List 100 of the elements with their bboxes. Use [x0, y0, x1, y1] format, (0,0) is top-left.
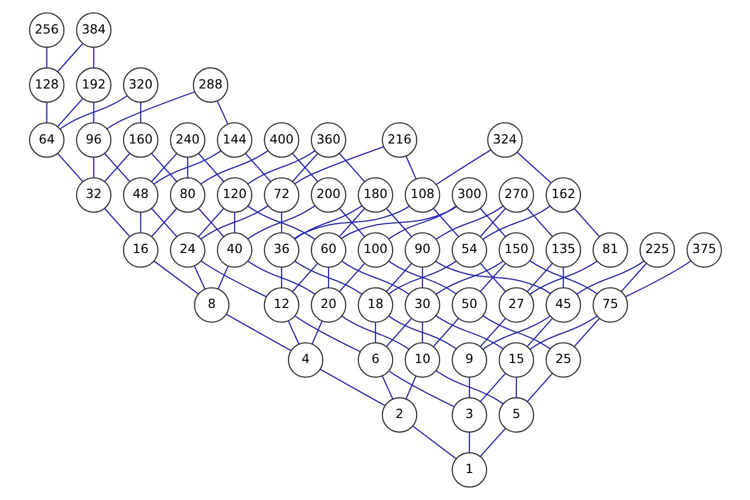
connector [234, 212, 235, 233]
node-circle: 225 [639, 232, 675, 268]
connector [247, 260, 315, 295]
connector [432, 208, 458, 238]
connector [421, 322, 423, 343]
connector [92, 48, 94, 68]
connector [92, 102, 94, 123]
node-circle: 20 [310, 287, 346, 323]
connector [294, 260, 362, 295]
node-circle: 27 [498, 287, 534, 323]
connector [46, 102, 47, 123]
connector [140, 212, 141, 233]
node-circle: 270 [498, 177, 534, 213]
node-circle: 192 [75, 67, 111, 103]
node-circle: 288 [192, 67, 228, 103]
connector [432, 318, 458, 347]
connector [405, 376, 416, 400]
connector [421, 268, 423, 288]
node-circle: 135 [545, 232, 581, 268]
connector [412, 426, 456, 460]
connector [327, 268, 329, 288]
node-circle: 240 [169, 122, 205, 158]
node-circle: 6 [357, 342, 393, 378]
connector [287, 320, 299, 344]
connector [200, 205, 268, 240]
node-circle: 16 [122, 232, 158, 268]
node-circle: 96 [75, 122, 111, 158]
connector [529, 316, 597, 350]
node-circle: 108 [404, 177, 440, 213]
connector [381, 376, 393, 400]
connector [59, 95, 128, 130]
connector [388, 316, 456, 350]
connector [200, 260, 266, 298]
connector [280, 212, 282, 233]
node-circle: 30 [404, 287, 440, 323]
connector [479, 318, 506, 347]
connector [479, 373, 506, 402]
connector [140, 102, 141, 123]
node-circle: 324 [486, 122, 522, 158]
node-circle: 80 [169, 177, 205, 213]
connector [280, 268, 282, 288]
connector [46, 48, 47, 68]
connector [247, 150, 315, 184]
node-circle: 300 [451, 177, 487, 213]
connector [386, 208, 412, 238]
node-circle: 120 [216, 177, 252, 213]
node-circle: 90 [404, 232, 440, 268]
connector [526, 318, 552, 347]
connector [294, 146, 384, 184]
node-circle: 72 [263, 177, 299, 213]
node-circle: 48 [122, 177, 158, 213]
connector [56, 98, 82, 128]
connector [620, 263, 646, 292]
node-circle: 12 [263, 287, 299, 323]
connector [186, 158, 188, 178]
connector [526, 208, 552, 238]
node-circle: 375 [686, 232, 722, 268]
node-circle: 3 [451, 397, 487, 433]
connector [294, 205, 362, 240]
connector [153, 260, 198, 294]
node-circle: 64 [28, 122, 64, 158]
connector [479, 428, 506, 457]
connector [385, 318, 412, 347]
connector [404, 156, 416, 180]
connector [217, 266, 228, 290]
node-circle: 8 [193, 287, 229, 323]
connector [516, 152, 551, 184]
connector [153, 150, 221, 184]
connector [341, 316, 409, 350]
node-circle: 100 [357, 232, 393, 268]
connector [436, 150, 490, 185]
connector [468, 377, 470, 398]
connector [388, 370, 454, 408]
connector [340, 206, 456, 239]
connector [388, 260, 456, 294]
connector [574, 208, 600, 238]
node-circle: 2 [381, 397, 417, 433]
connector [216, 100, 228, 124]
connector [625, 260, 691, 298]
connector [515, 377, 516, 398]
connector [294, 206, 410, 239]
connector [435, 315, 503, 350]
node-circle: 150 [498, 232, 534, 268]
connector [198, 153, 224, 182]
connector [193, 266, 205, 290]
connector [385, 263, 412, 292]
node-circle: 81 [592, 232, 628, 268]
connector [226, 314, 291, 352]
connector [434, 260, 550, 294]
connector [104, 208, 130, 238]
node-circle: 400 [263, 122, 299, 158]
connector [482, 206, 550, 240]
node-circle: 1 [451, 452, 487, 488]
connector [200, 150, 268, 184]
node-circle: 50 [451, 287, 487, 323]
connector [106, 91, 194, 130]
connector [468, 432, 470, 453]
connector [526, 263, 552, 292]
node-circle: 256 [28, 12, 64, 48]
connector [388, 206, 456, 240]
